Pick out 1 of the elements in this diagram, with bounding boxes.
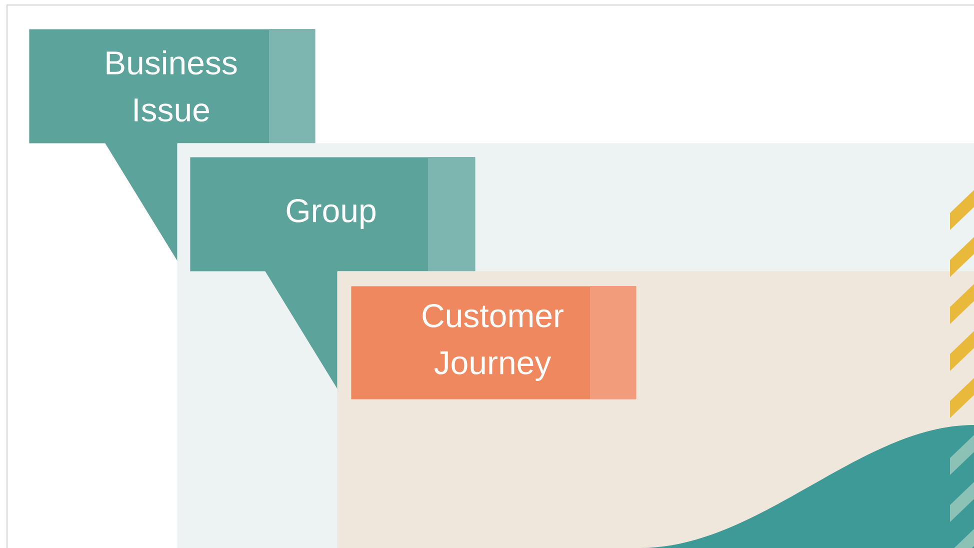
- callout-box: Customer Journey: [351, 286, 636, 400]
